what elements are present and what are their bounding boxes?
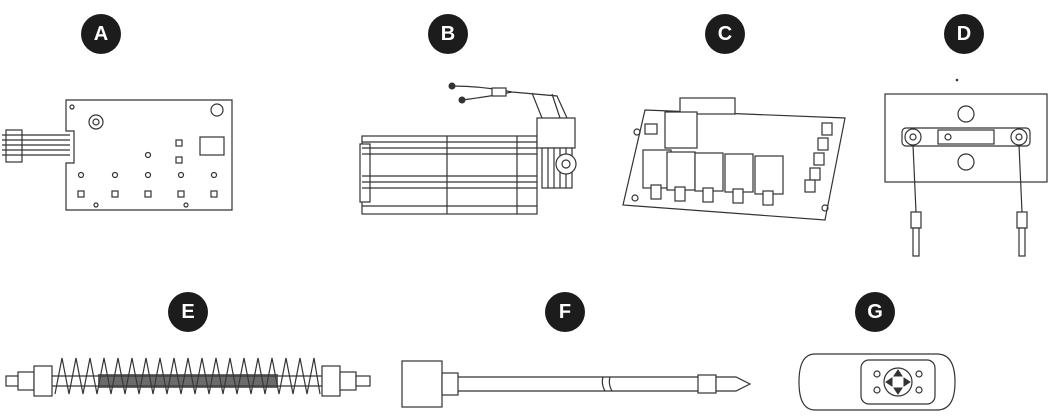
ribbon-cable — [2, 129, 70, 163]
fan-wires — [448, 82, 568, 119]
label-badge-f: F — [545, 292, 585, 332]
switch-leads — [910, 144, 1028, 257]
part-b-blower-fan — [359, 82, 577, 215]
part-g-remote-control — [798, 353, 956, 411]
board-outline — [65, 99, 233, 211]
label-badge-b: B — [428, 14, 468, 54]
label-badge-e: E — [168, 292, 208, 332]
part-a-keypad-board — [2, 99, 233, 211]
part-f-sensor-probe — [401, 360, 752, 408]
remote-dpad — [883, 367, 913, 397]
label-badge-a: A — [81, 14, 121, 54]
fan-motor — [536, 117, 577, 189]
label-badge-d: D — [944, 14, 984, 54]
fan-housing — [359, 135, 538, 215]
part-e-heating-element — [5, 357, 371, 397]
part-d-limit-switch — [884, 78, 1048, 257]
label-badge-g: G — [855, 292, 895, 332]
part-c-relay-board — [622, 97, 846, 221]
label-badge-c: C — [705, 14, 745, 54]
